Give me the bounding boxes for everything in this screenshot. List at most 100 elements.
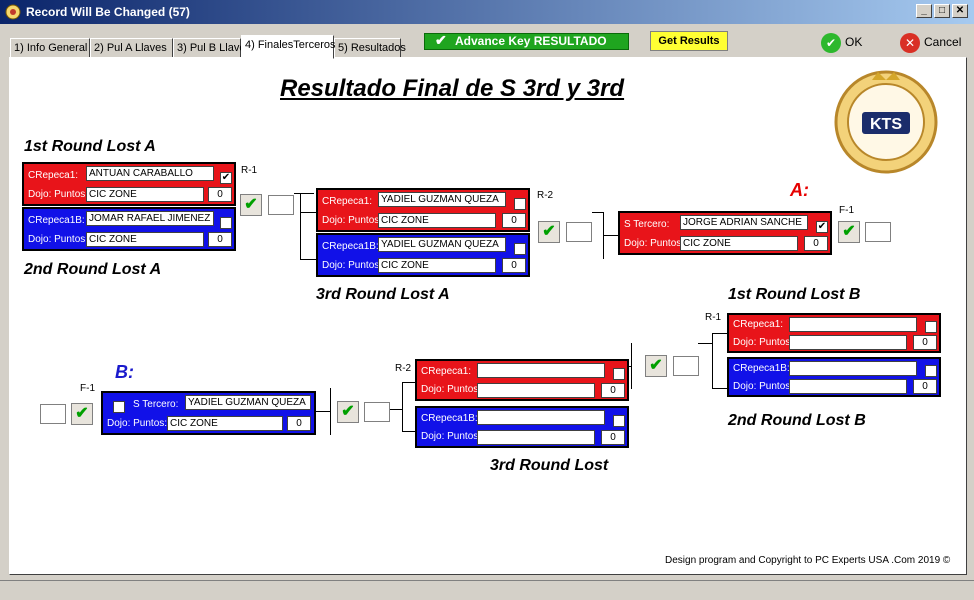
winner-checkbox[interactable]: ✔ (220, 172, 232, 184)
points-field[interactable]: 0 (601, 383, 625, 398)
confirm-check-button[interactable]: ✔ (337, 401, 359, 423)
minimize-button[interactable]: _ (916, 4, 932, 18)
competitor-name-field[interactable]: JOMAR RAFAEL JIMENEZ (86, 211, 214, 226)
winner-checkbox[interactable] (925, 365, 937, 377)
crepeca1b-label: CRepeca1B: (733, 363, 790, 374)
competitor-name-field[interactable] (789, 317, 917, 332)
confirm-check-button[interactable]: ✔ (538, 221, 560, 243)
winner-checkbox[interactable] (925, 321, 937, 333)
dojo-puntos-label: Dojo: Puntos: (322, 215, 383, 226)
points-field[interactable]: 0 (208, 187, 232, 202)
winner-checkbox[interactable] (514, 198, 526, 210)
score-box[interactable] (673, 356, 699, 376)
copyright-footer: Design program and Copyright to PC Exper… (665, 555, 951, 566)
score-box[interactable] (268, 195, 294, 215)
winner-checkbox[interactable] (613, 368, 625, 380)
crepeca1b-label: CRepeca1B: (322, 241, 379, 252)
competitor-name-field[interactable] (477, 410, 605, 425)
crepeca1-label: CRepeca1: (322, 196, 373, 207)
score-box[interactable] (40, 404, 66, 424)
bracket-connector (402, 382, 416, 383)
get-results-button[interactable]: Get Results (650, 31, 728, 51)
crepeca1b-label: CRepeca1B: (28, 215, 85, 226)
ok-label: OK (845, 35, 863, 49)
tag-r1-a: R-1 (241, 165, 258, 176)
advance-key-button[interactable]: ✔Advance Key RESULTADO (424, 33, 629, 50)
dojo-field[interactable]: CIC ZONE (680, 236, 798, 251)
crepeca1b-label: CRepeca1B: (421, 413, 478, 424)
competitor-name-field[interactable] (789, 361, 917, 376)
advance-key-label: Advance Key RESULTADO (455, 34, 607, 48)
points-field[interactable]: 0 (502, 213, 526, 228)
competitor-name-field[interactable]: ANTUAN CARABALLO (86, 166, 214, 181)
winner-checkbox[interactable] (613, 415, 625, 427)
confirm-check-button[interactable]: ✔ (240, 194, 262, 216)
dojo-puntos-label: Dojo: Puntos (733, 337, 791, 348)
dojo-field[interactable]: CIC ZONE (167, 416, 283, 431)
tab-pul-a-llaves[interactable]: 2) Pul A Llaves (90, 38, 173, 58)
dojo-field[interactable]: CIC ZONE (378, 258, 496, 273)
dojo-field[interactable]: CIC ZONE (86, 232, 204, 247)
label-3rd-round-lost: 3rd Round Lost (490, 457, 609, 474)
bracket-connector (712, 388, 728, 389)
page-title: Resultado Final de S 3rd y 3rd (280, 75, 625, 102)
points-field[interactable]: 0 (913, 379, 937, 394)
winner-checkbox[interactable] (220, 217, 232, 229)
dojo-puntos-label: Dojo: Puntos: (28, 234, 89, 245)
points-field[interactable]: 0 (913, 335, 937, 350)
points-field[interactable]: 0 (502, 258, 526, 273)
confirm-check-button[interactable]: ✔ (71, 403, 93, 425)
maximize-button[interactable]: □ (934, 4, 950, 18)
winner-checkbox[interactable]: ✔ (816, 221, 828, 233)
winner-checkbox[interactable] (113, 401, 125, 413)
bracket-connector (712, 333, 728, 334)
tab-info-general[interactable]: 1) Info General (10, 38, 90, 58)
confirm-check-button[interactable]: ✔ (645, 355, 667, 377)
label-2nd-round-lost-b: 2nd Round Lost B (728, 412, 866, 429)
score-box[interactable] (364, 402, 390, 422)
points-field[interactable]: 0 (287, 416, 311, 431)
ok-check-icon: ✔ (821, 32, 841, 53)
tab-finales-terceros[interactable]: 4) FinalesTerceros (241, 35, 335, 59)
dojo-puntos-label: Dojo: Puntos: (107, 418, 168, 429)
close-button[interactable]: ✕ (952, 4, 968, 18)
ok-button[interactable]: ✔ OK (821, 31, 862, 53)
competitor-name-field[interactable]: YADIEL GUZMAN QUEZA (185, 395, 311, 410)
label-3rd-round-lost-a: 3rd Round Lost A (316, 286, 450, 303)
score-box[interactable] (865, 222, 891, 242)
tab-resultados[interactable]: 5) Resultados (334, 38, 406, 58)
confirm-check-button[interactable]: ✔ (838, 221, 860, 243)
points-field[interactable]: 0 (804, 236, 828, 251)
competitor-name-field[interactable]: YADIEL GUZMAN QUEZA (378, 192, 506, 207)
tag-f1-a: F-1 (839, 205, 854, 216)
label-1st-round-lost-b: 1st Round Lost B (728, 286, 861, 303)
bracket-a-r2-bottom: CRepeca1B: YADIEL GUZMAN QUEZA Dojo: Pun… (316, 233, 530, 277)
bracket-connector (316, 411, 331, 412)
competitor-name-field[interactable]: YADIEL GUZMAN QUEZA (378, 237, 506, 252)
dojo-field[interactable] (477, 430, 595, 445)
bracket-connector (592, 212, 604, 213)
bracket-b-r2-bottom: CRepeca1B: Dojo: Puntos 0 (415, 406, 629, 448)
points-field[interactable]: 0 (208, 232, 232, 247)
bracket-b-r2-top: CRepeca1: Dojo: Puntos 0 (415, 359, 629, 401)
bracket-connector (300, 212, 316, 213)
cancel-button[interactable]: ✕Cancel (900, 31, 961, 53)
score-box[interactable] (566, 222, 592, 242)
competitor-name-field[interactable]: JORGE ADRIAN SANCHE (680, 215, 808, 230)
dojo-puntos-label: Dojo: Puntos (421, 384, 479, 395)
dojo-puntos-label: Dojo: Puntos: (28, 189, 89, 200)
dojo-field[interactable] (789, 335, 907, 350)
status-bar (0, 580, 974, 600)
winner-checkbox[interactable] (514, 243, 526, 255)
points-field[interactable]: 0 (601, 430, 625, 445)
dojo-field[interactable]: CIC ZONE (86, 187, 204, 202)
dojo-field[interactable] (789, 379, 907, 394)
competitor-name-field[interactable] (477, 363, 605, 378)
dojo-field[interactable]: CIC ZONE (378, 213, 496, 228)
bracket-connector (402, 382, 403, 432)
tag-r2-b: R-2 (395, 363, 412, 374)
bracket-connector (698, 343, 713, 344)
bracket-connector (300, 259, 316, 260)
dojo-field[interactable] (477, 383, 595, 398)
tab-pul-b-llaves[interactable]: 3) Pul B Llaves (173, 38, 251, 58)
